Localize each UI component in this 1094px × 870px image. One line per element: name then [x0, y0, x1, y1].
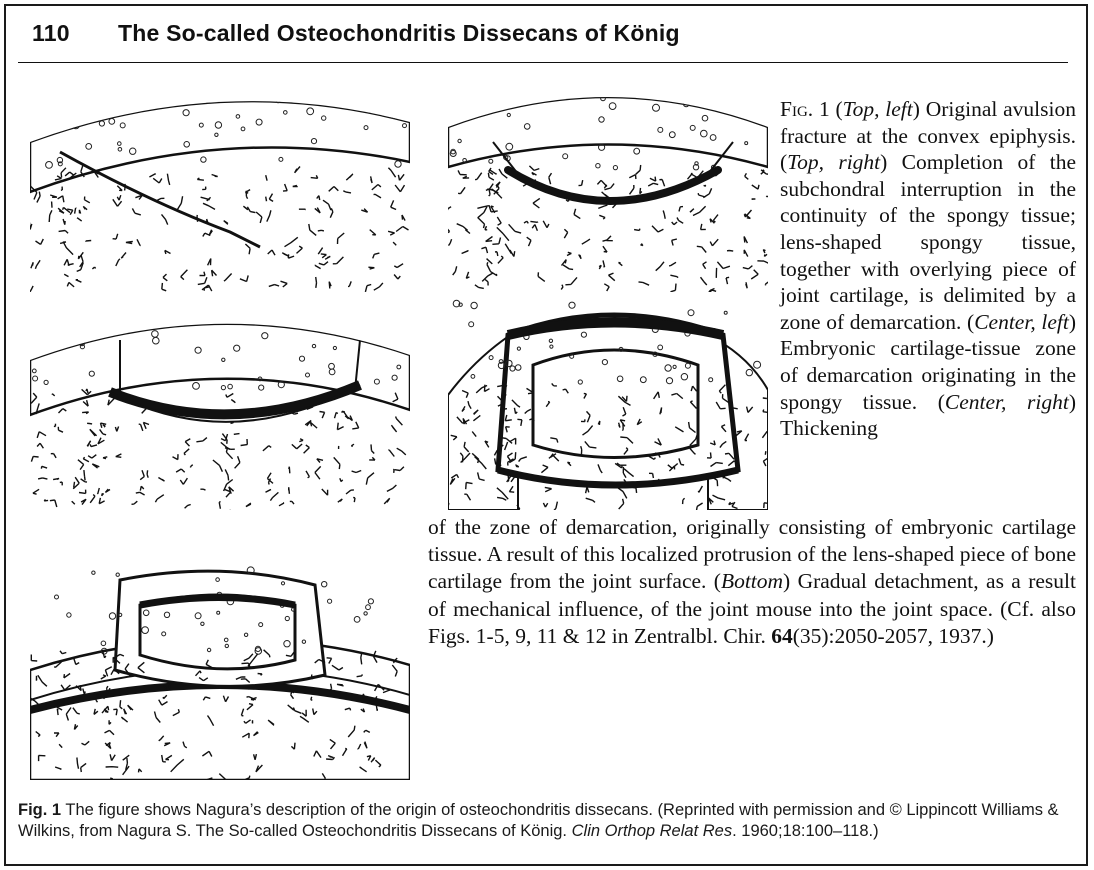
caption-text-after: . 1960;18:100–118.): [732, 822, 879, 840]
thickened-demarcation-drawing: [448, 295, 768, 510]
legend-run: (35):2050-2057, 1937.): [793, 624, 994, 648]
joint-mouse-detachment-drawing: [30, 560, 410, 780]
illustration-center-left: [30, 300, 410, 510]
header-rule: [18, 62, 1068, 63]
legend-run: ) Completion of the subchondral interrup…: [780, 150, 1076, 334]
legend-run: (: [835, 97, 842, 121]
subchondral-interruption-drawing: [448, 82, 768, 292]
legend-run: Center, left: [974, 310, 1069, 334]
legend-run: Top, right: [787, 150, 880, 174]
avulsion-fracture-drawing: [30, 82, 410, 292]
figure-caption: Fig. 1 The figure shows Nagura’s descrip…: [18, 800, 1073, 841]
legend-run: Center, right: [945, 390, 1069, 414]
figure-legend-continuation: of the zone of demarcation, originally c…: [428, 514, 1076, 650]
illustration-center-right: [448, 295, 768, 510]
illustration-top-right: [448, 82, 768, 292]
caption-label: Fig. 1: [18, 801, 61, 819]
legend-run: Top, left: [843, 97, 913, 121]
demarcation-zone-drawing: [30, 300, 410, 510]
illustration-top-left: [30, 82, 410, 292]
caption-journal: Clin Orthop Relat Res: [572, 822, 732, 840]
legend-run: 64: [771, 624, 793, 648]
running-title: The So-called Osteochondritis Dissecans …: [118, 20, 680, 47]
figure-legend-label: Fig. 1: [780, 97, 830, 121]
running-header: 110 The So-called Osteochondritis Dissec…: [18, 12, 1078, 52]
figure-legend-column: Fig. 1 (Top, left) Original avulsion fra…: [780, 96, 1076, 442]
illustration-bottom: [30, 560, 410, 780]
page-number: 110: [32, 20, 70, 47]
caption-text-before: The figure shows Nagura’s description of…: [18, 801, 1059, 840]
legend-run: Bottom: [721, 569, 783, 593]
figure-legend-text: (Top, left) Original avulsion fracture a…: [780, 97, 1076, 440]
